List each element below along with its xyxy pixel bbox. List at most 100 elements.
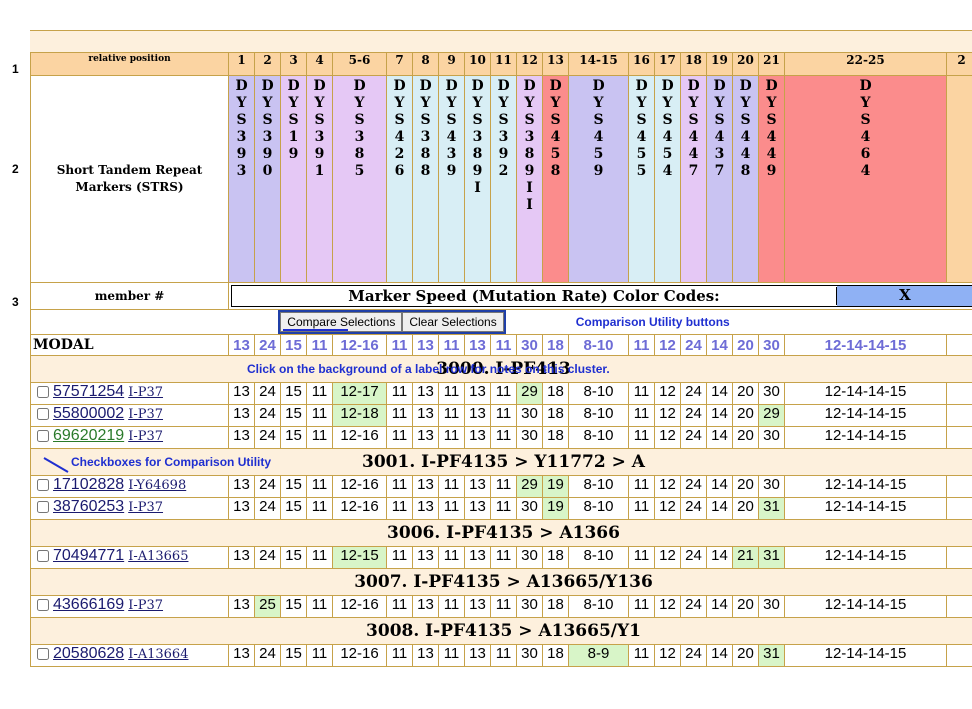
kit-number-link[interactable]: 57571254 [53, 383, 125, 401]
marker-value: 14 [706, 426, 733, 449]
buttons-annotation: Comparison Utility buttons [575, 315, 730, 329]
marker-value: 11 [438, 426, 465, 449]
marker-value: 11 [628, 644, 655, 667]
kit-number-link[interactable]: 70494771 [53, 547, 125, 565]
relative-position-label: relative position [30, 52, 229, 76]
member-checkbox[interactable] [37, 648, 49, 661]
member-checkbox[interactable] [37, 430, 49, 443]
marker-value: 13 [464, 382, 491, 405]
marker-value: 13 [228, 382, 255, 405]
marker-value: 24 [680, 644, 707, 667]
modal-value: 13 [464, 334, 491, 356]
position-cell: 20 [732, 52, 759, 76]
cluster-label-cell[interactable]: 3007. I-PF4135 > A13665/Y136 [30, 568, 972, 596]
cluster-label-row[interactable]: Click on the background of a label row f… [30, 355, 972, 383]
marker-value: 18 [542, 644, 569, 667]
marker-value: 30 [516, 404, 543, 427]
cluster-title: 3006. I-PF4135 > A1366 [387, 523, 620, 543]
kit-number-link[interactable]: 20580628 [53, 645, 125, 663]
marker-value: 30 [516, 644, 543, 667]
marker-value: 11 [490, 475, 517, 498]
kit-number-link[interactable]: 38760253 [53, 498, 125, 516]
member-checkbox[interactable] [37, 408, 49, 421]
haplogroup-link[interactable]: I-P37 [128, 429, 164, 444]
marker-name: DYS388 [419, 78, 432, 179]
marker-header-cell: DYS459 [568, 75, 629, 283]
haplogroup-link[interactable]: I-A13664 [128, 647, 189, 662]
marker-value: 20 [732, 644, 759, 667]
modal-value: 18 [542, 334, 569, 356]
cluster-label-cell[interactable]: Click on the background of a label row f… [30, 355, 972, 383]
marker-value: 30 [516, 546, 543, 569]
marker-value: 15 [280, 595, 307, 618]
member-checkbox[interactable] [37, 550, 49, 563]
marker-value: 11 [438, 404, 465, 427]
kit-number-link[interactable]: 43666169 [53, 596, 125, 614]
marker-value: 12 [654, 497, 681, 520]
marker-value: 11 [438, 644, 465, 667]
marker-value: 31 [758, 497, 785, 520]
member-checkbox[interactable] [37, 386, 49, 399]
cluster-label-row[interactable]: 3008. I-PF4135 > A13665/Y1 [30, 617, 972, 645]
cluster-label-cell[interactable]: 3008. I-PF4135 > A13665/Y1 [30, 617, 972, 645]
marker-value: 8-10 [568, 426, 629, 449]
strs-label: Short Tandem Repeat Markers (STRS) [30, 75, 229, 283]
legend-title: Marker Speed (Mutation Rate) Color Codes… [232, 287, 837, 305]
kit-number-link[interactable]: 69620219 [53, 427, 125, 445]
haplogroup-link[interactable]: I-Y64698 [128, 478, 187, 493]
marker-header-cell: DYS389II [516, 75, 543, 283]
marker-name: DYS391 [313, 78, 326, 179]
cluster-label-row[interactable]: 3006. I-PF4135 > A1366 [30, 519, 972, 547]
marker-value: 11 [628, 426, 655, 449]
kit-number-link[interactable]: 17102828 [53, 476, 125, 494]
marker-value [946, 382, 972, 405]
modal-value: 11 [438, 334, 465, 356]
position-cell: 16 [628, 52, 655, 76]
cluster-label-row[interactable]: 3007. I-PF4135 > A13665/Y136 [30, 568, 972, 596]
marker-value: 11 [386, 382, 413, 405]
cluster-label-cell[interactable]: 3006. I-PF4135 > A1366 [30, 519, 972, 547]
marker-header-cell: DYS437 [706, 75, 733, 283]
clear-selections-button[interactable]: Clear Selections [402, 312, 504, 332]
haplogroup-link[interactable]: I-P37 [128, 500, 164, 515]
marker-value: 15 [280, 426, 307, 449]
marker-value: 13 [412, 426, 439, 449]
marker-value: 11 [628, 595, 655, 618]
marker-header-cell: DYS439 [438, 75, 465, 283]
marker-value: 11 [306, 644, 333, 667]
marker-value: 11 [628, 546, 655, 569]
marker-value: 11 [628, 382, 655, 405]
marker-value: 11 [490, 497, 517, 520]
marker-name: DYS448 [739, 78, 752, 179]
haplogroup-link[interactable]: I-P37 [128, 407, 164, 422]
modal-value: 13 [228, 334, 255, 356]
haplogroup-link[interactable]: I-P37 [128, 385, 164, 400]
modal-label: MODAL [30, 334, 229, 356]
member-checkbox[interactable] [37, 479, 49, 492]
marker-value: 12-14-14-15 [784, 595, 947, 618]
modal-value: 13 [412, 334, 439, 356]
position-cell: 13 [542, 52, 569, 76]
marker-value: 12-16 [332, 644, 387, 667]
member-checkbox[interactable] [37, 501, 49, 514]
header-row-markers: Short Tandem Repeat Markers (STRS)DYS393… [30, 75, 972, 283]
marker-value: 11 [386, 595, 413, 618]
marker-value: 11 [438, 382, 465, 405]
haplogroup-link[interactable]: I-P37 [128, 598, 164, 613]
marker-name: DYS426 [393, 78, 406, 179]
marker-name: DYS464 [859, 78, 872, 179]
haplogroup-link[interactable]: I-A13665 [128, 549, 189, 564]
kit-number-link[interactable]: 55800002 [53, 405, 125, 423]
position-cell: 4 [306, 52, 333, 76]
member-checkbox[interactable] [37, 599, 49, 612]
marker-value: 20 [732, 426, 759, 449]
compare-selections-button[interactable]: Compare Selections [280, 312, 403, 332]
